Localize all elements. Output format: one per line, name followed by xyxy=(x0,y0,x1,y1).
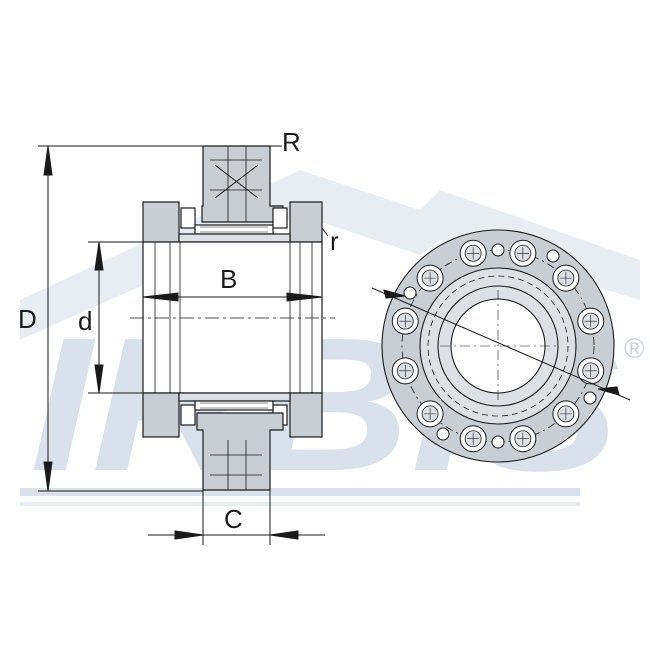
small-hole xyxy=(491,243,505,257)
dimension-labels: D d B C R r xyxy=(18,127,339,534)
top-flange-inner-line xyxy=(210,159,262,191)
bolt-hole-cross xyxy=(424,407,437,420)
inner-body-verticals xyxy=(154,242,313,393)
inner-body xyxy=(142,241,323,394)
front-arrow-right xyxy=(597,386,620,396)
upper-needle-lines xyxy=(200,226,268,233)
bolt-hole-cross xyxy=(516,247,529,260)
label-C: C xyxy=(224,504,243,534)
bolt-hole-cross xyxy=(399,315,412,328)
bolt-hole-cross xyxy=(467,432,480,445)
lower-roller-left xyxy=(180,404,196,426)
inner-bolt-circle xyxy=(427,275,569,417)
lower-right-ring xyxy=(289,392,323,438)
registered-mark: ® xyxy=(624,333,645,364)
front-view xyxy=(371,229,631,463)
label-r: r xyxy=(330,226,339,256)
top-flange-hole-lines xyxy=(227,146,247,222)
front-diameter-line xyxy=(371,287,631,401)
dim-C-arrow-right xyxy=(269,530,299,540)
bolt-hole-cross xyxy=(424,272,437,285)
label-d: d xyxy=(78,306,92,336)
bottom-flange-hole-lines xyxy=(210,440,262,490)
label-D: D xyxy=(18,304,37,334)
upper-left-ring xyxy=(142,201,180,243)
upper-roller-right xyxy=(272,207,288,229)
upper-right-ring xyxy=(289,201,323,243)
section-view xyxy=(130,145,335,491)
dim-d-arrow-bottom xyxy=(94,364,104,394)
small-hole xyxy=(491,435,505,449)
bolt-hole-cross xyxy=(584,364,597,377)
top-flange-cross xyxy=(214,164,259,199)
dim-d-arrow-top xyxy=(94,241,104,271)
front-arrow-left xyxy=(383,289,406,299)
lower-needle-row xyxy=(194,400,274,411)
dim-B-arrow-left xyxy=(142,292,179,302)
small-hole xyxy=(546,249,560,263)
bolt-holes xyxy=(391,239,605,453)
dim-r-leader xyxy=(321,227,329,237)
watermark-underline xyxy=(20,488,580,496)
lower-left-ring xyxy=(142,392,180,438)
upper-needle-row xyxy=(194,224,274,235)
watermark-roof-shape xyxy=(20,170,640,340)
lower-needle-lines xyxy=(200,402,268,409)
upper-inner-ring xyxy=(178,233,291,243)
small-hole xyxy=(403,286,417,300)
bolt-hole-cross xyxy=(559,272,572,285)
bottom-flange xyxy=(196,412,284,491)
upper-roller-left xyxy=(180,207,196,229)
dim-C-arrow-left xyxy=(174,530,204,540)
dim-D-arrow-bottom xyxy=(43,461,53,492)
lower-inner-ring xyxy=(178,392,291,402)
bolt-hole-cross xyxy=(584,315,597,328)
small-hole xyxy=(583,391,597,405)
dimension-lines xyxy=(38,145,329,545)
bolt-hole-cross xyxy=(516,432,529,445)
dim-D-arrow-top xyxy=(43,145,53,176)
bolt-hole-cross xyxy=(399,364,412,377)
small-hole xyxy=(436,427,450,441)
bolt-hole-cross xyxy=(559,407,572,420)
label-B: B xyxy=(220,264,237,294)
label-R: R xyxy=(282,127,301,157)
watermark-underline-2 xyxy=(20,502,580,506)
bolt-hole-cross xyxy=(467,247,480,260)
dim-B-arrow-right xyxy=(286,292,323,302)
